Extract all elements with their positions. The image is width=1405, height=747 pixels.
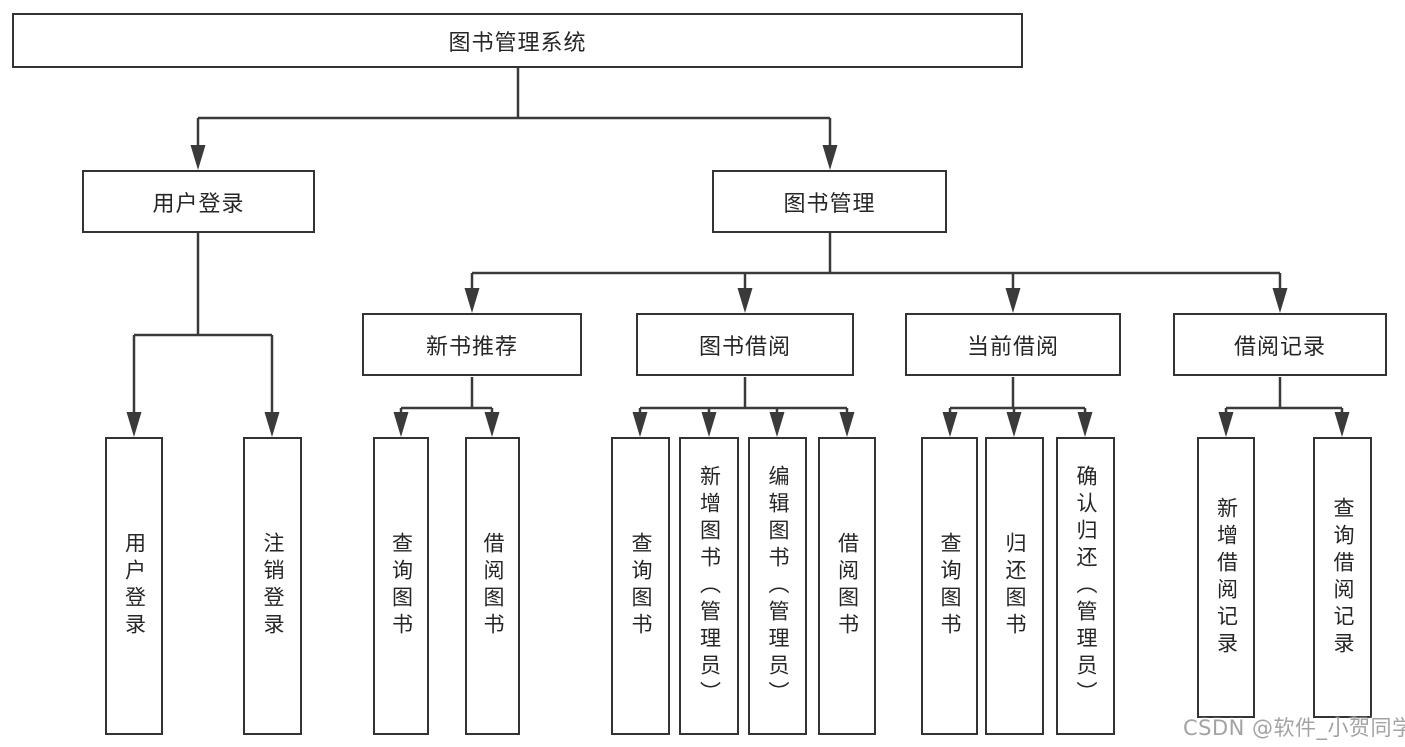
leaf-borrow-books-2: 借阅图书 — [818, 437, 876, 735]
leaf-label: 查询图书 — [938, 532, 962, 640]
connector-currentborrow-to-leaves — [942, 377, 1093, 437]
node-new-book-recommend: 新书推荐 — [362, 313, 582, 376]
leaf-query-books-2: 查询图书 — [611, 437, 670, 735]
leaf-add-borrow-record: 新增借阅记录 — [1197, 437, 1255, 718]
leaf-user-login: 用户登录 — [105, 437, 163, 735]
node-book-management: 图书管理 — [712, 170, 947, 233]
node-label: 图书借阅 — [698, 334, 791, 360]
leaf-query-books-1: 查询图书 — [373, 437, 429, 735]
leaf-label: 用户登录 — [122, 532, 147, 640]
connector-bookborrow-to-leaves — [632, 377, 855, 437]
node-user-login: 用户登录 — [82, 170, 315, 233]
leaf-logout: 注销登录 — [243, 437, 302, 735]
node-book-borrow: 图书借阅 — [636, 313, 854, 376]
node-label: 图书管理系统 — [448, 30, 587, 56]
leaf-borrow-books-1: 借阅图书 — [465, 437, 520, 735]
leaf-query-borrow-record: 查询借阅记录 — [1313, 437, 1372, 718]
leaf-label: 新增借阅记录 — [1214, 496, 1239, 659]
node-borrow-records: 借阅记录 — [1173, 313, 1387, 376]
leaf-edit-book-admin: 编辑图书（管理员） — [748, 437, 807, 735]
watermark: CSDN @软件_小贺同学 — [1183, 716, 1405, 740]
leaf-return-book: 归还图书 — [985, 437, 1044, 735]
leaf-add-book-admin: 新增图书（管理员） — [679, 437, 739, 735]
leaf-label: 确认归还（管理员） — [1074, 464, 1098, 708]
leaf-label: 编辑图书（管理员） — [766, 464, 790, 708]
leaf-label: 注销登录 — [261, 532, 285, 640]
node-label: 新书推荐 — [425, 334, 518, 360]
node-label: 用户登录 — [152, 191, 245, 217]
node-library-management-system: 图书管理系统 — [12, 13, 1023, 68]
connector-bookmgmt-to-level3 — [464, 233, 1288, 313]
leaf-confirm-return-admin: 确认归还（管理员） — [1056, 437, 1115, 735]
node-label: 图书管理 — [783, 191, 876, 217]
leaf-label: 查询借阅记录 — [1331, 496, 1355, 659]
leaf-label: 借阅图书 — [481, 532, 505, 640]
node-current-borrow: 当前借阅 — [905, 313, 1121, 376]
node-label: 借阅记录 — [1233, 334, 1326, 360]
leaf-query-books-3: 查询图书 — [921, 437, 978, 735]
connector-newbook-to-leaves — [393, 377, 500, 437]
leaf-label: 归还图书 — [1003, 532, 1027, 640]
node-label: 当前借阅 — [966, 334, 1059, 360]
connector-userlogin-to-leaves — [126, 233, 280, 437]
leaf-label: 新增图书（管理员） — [697, 464, 722, 708]
connector-root-to-level2 — [190, 68, 838, 170]
leaf-label: 查询图书 — [629, 532, 653, 640]
connector-borrowrecord-to-leaves — [1218, 377, 1350, 437]
leaf-label: 查询图书 — [389, 532, 414, 640]
leaf-label: 借阅图书 — [835, 532, 860, 640]
